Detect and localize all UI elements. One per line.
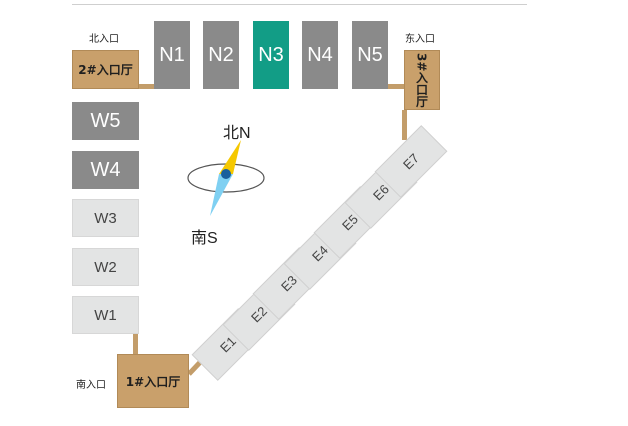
east-entrance-label: 东入口	[405, 34, 435, 45]
compass-south-label: 南S	[191, 230, 218, 247]
north-entrance-label: 北入口	[89, 34, 119, 45]
top-divider	[72, 4, 527, 5]
connector-north-east	[384, 84, 406, 89]
hall-n3[interactable]: N3	[253, 21, 289, 89]
connector-south	[133, 332, 138, 354]
compass-north-label: 北N	[223, 125, 251, 142]
lobby-2[interactable]: 2#入口厅	[72, 50, 139, 89]
hall-w2[interactable]: W2	[72, 248, 139, 286]
hall-n4[interactable]: N4	[302, 21, 338, 89]
hall-w5[interactable]: W5	[72, 102, 139, 140]
hall-w4[interactable]: W4	[72, 151, 139, 189]
hall-w3[interactable]: W3	[72, 199, 139, 237]
south-entrance-label: 南入口	[76, 380, 106, 391]
hall-n1[interactable]: N1	[154, 21, 190, 89]
lobby-1[interactable]: 1#入口厅	[117, 354, 189, 408]
hall-n5[interactable]: N5	[352, 21, 388, 89]
hall-w1[interactable]: W1	[72, 296, 139, 334]
compass-icon	[187, 140, 265, 216]
connector-north	[139, 84, 154, 89]
connector-east-vertical	[402, 110, 407, 140]
lobby-3[interactable]: 3#入口厅	[404, 50, 440, 110]
lobby-3-label: 3#入口厅	[414, 52, 429, 108]
hall-n2[interactable]: N2	[203, 21, 239, 89]
